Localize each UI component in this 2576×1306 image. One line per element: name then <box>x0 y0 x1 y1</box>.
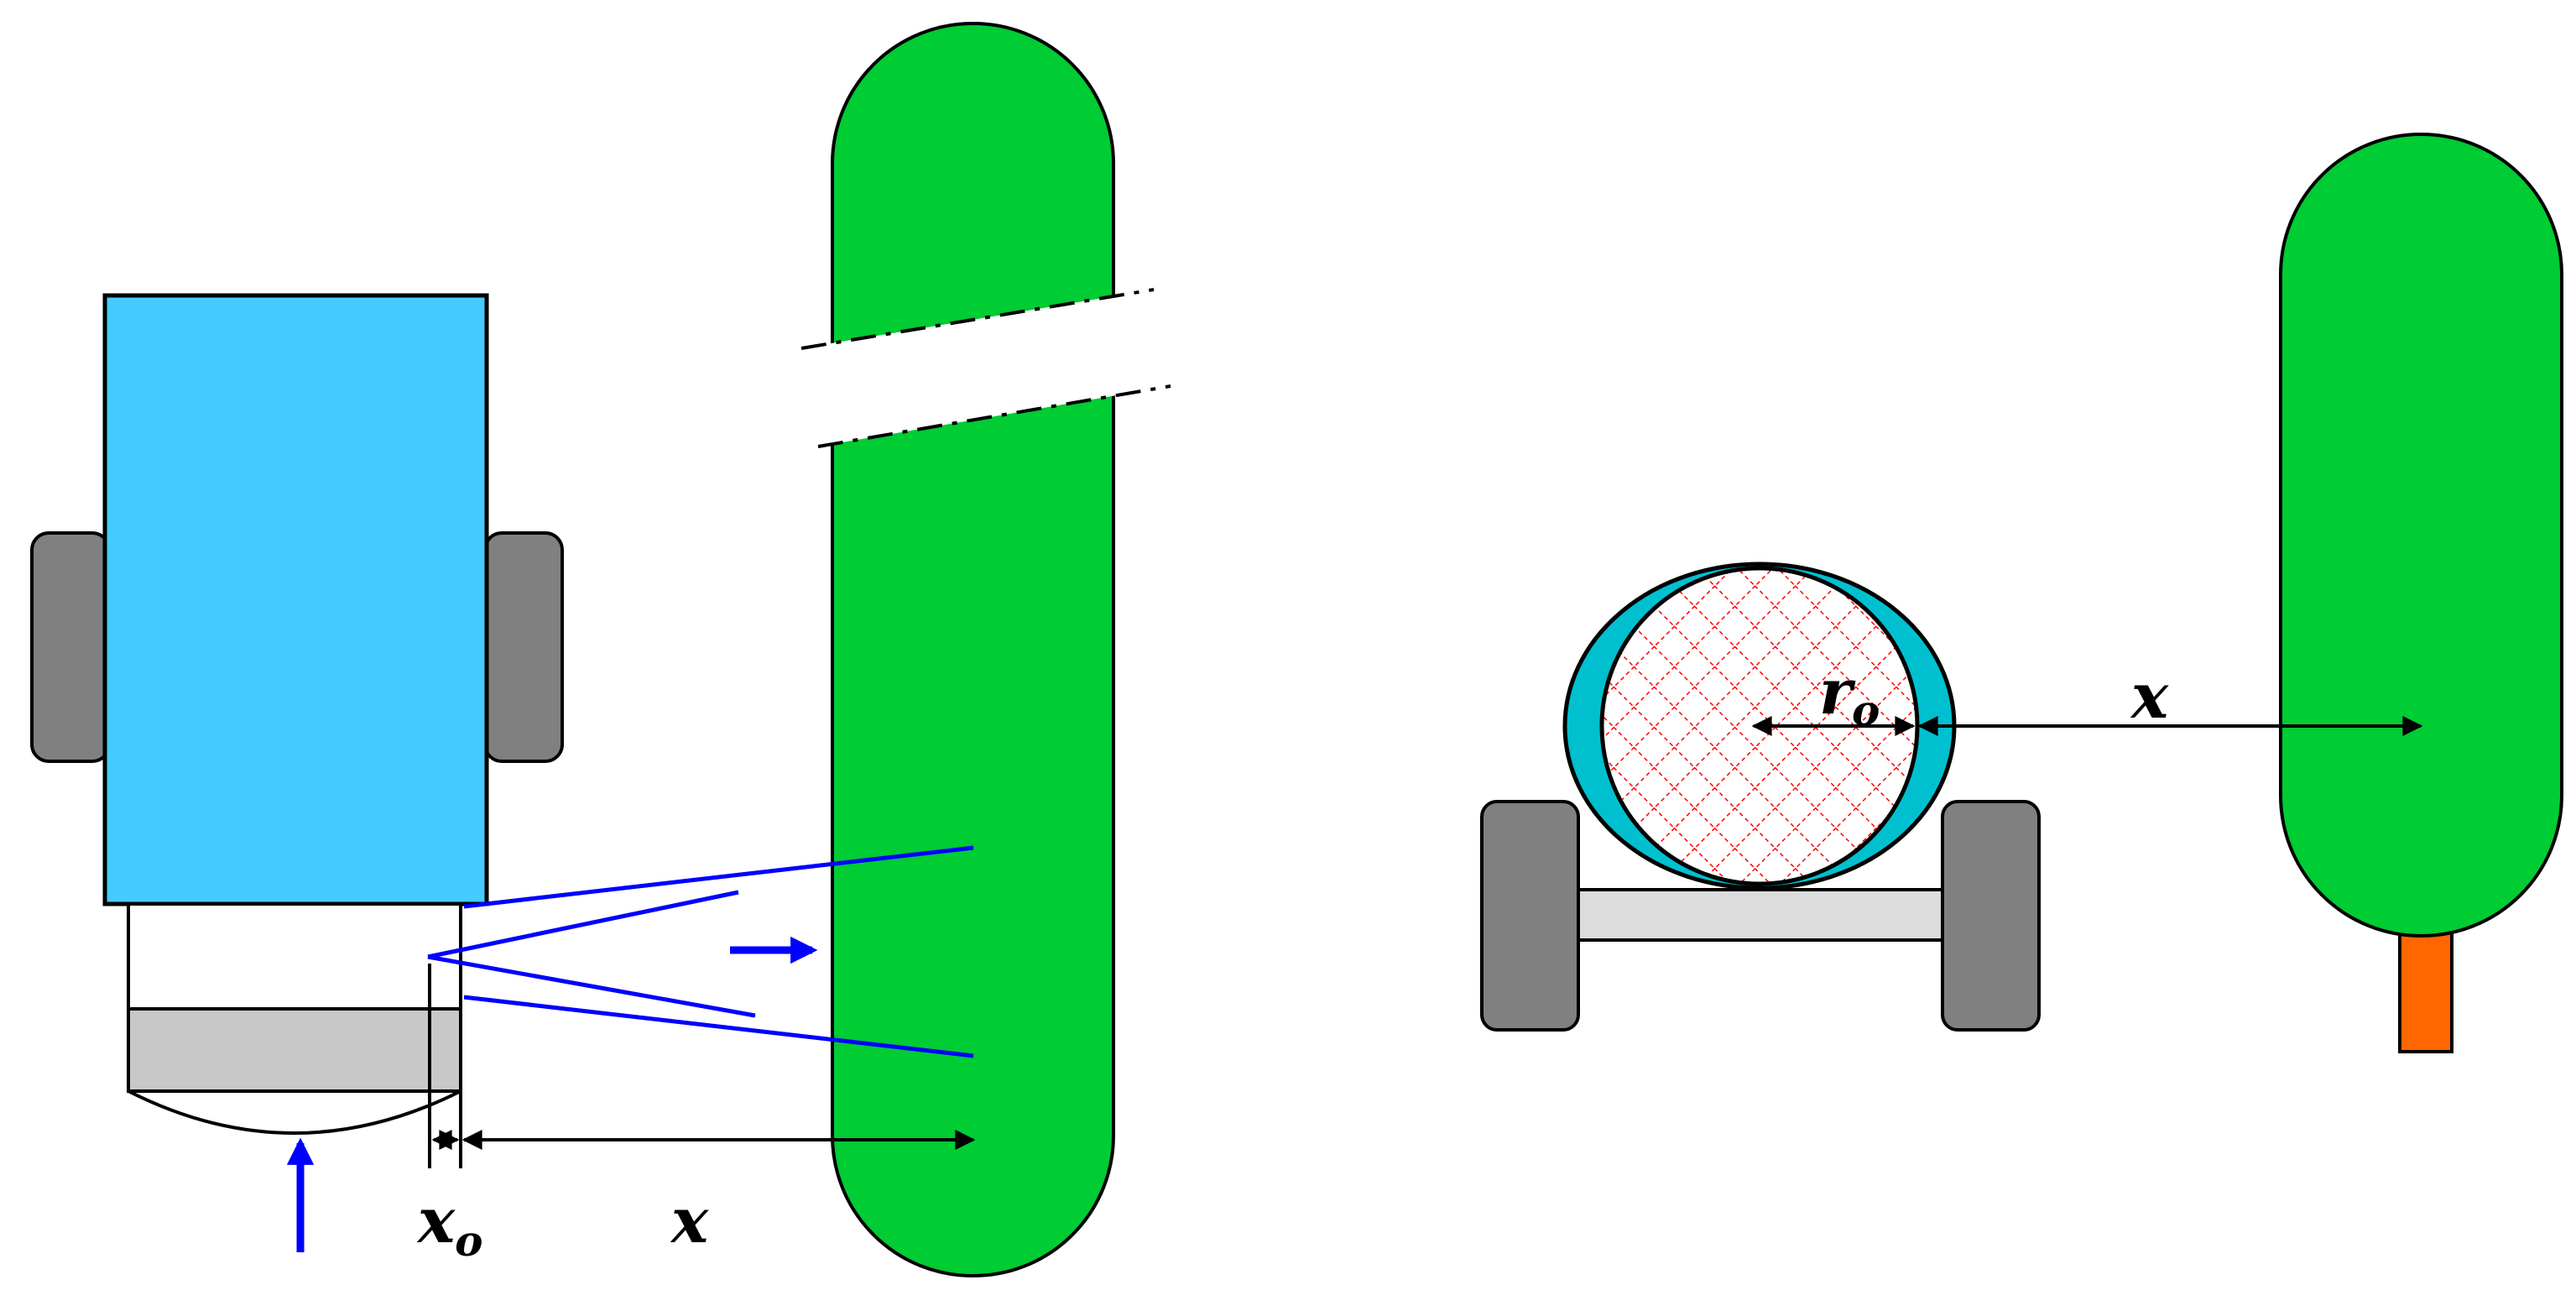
label-x-distance-right: x <box>2130 661 2169 733</box>
spray-pattern <box>427 845 974 1058</box>
axle <box>1574 888 1947 942</box>
sprayer-rear-section <box>127 902 462 1011</box>
label-x-distance-left: x <box>670 1185 709 1257</box>
label-r-radius-base: r <box>1819 656 1856 729</box>
tree-canopy-left <box>831 22 1115 1277</box>
left-top-view: xo x <box>30 22 1171 1277</box>
right-rear-view: ro x <box>1480 133 2563 1053</box>
label-r-radius: ro <box>1819 656 1880 735</box>
tree-canopy-right <box>2279 133 2563 938</box>
spray-line-upper-inner <box>427 890 739 959</box>
nozzle-bar <box>127 1007 462 1093</box>
rear-wheel-right <box>1941 800 2041 1032</box>
canopy-break-line-top <box>800 288 1155 350</box>
canopy-break-band <box>801 290 1171 447</box>
sprayer-body <box>102 293 489 906</box>
spray-line-lower-inner <box>427 954 756 1018</box>
label-x-offset: xo <box>416 1185 482 1266</box>
spray-line-lower-outer <box>463 995 974 1058</box>
tree-trunk <box>2398 928 2453 1053</box>
fan-arc <box>128 1089 461 1135</box>
rear-wheel-left <box>1480 800 1580 1032</box>
wheel-left <box>30 531 111 763</box>
label-r-radius-sub: o <box>1852 686 1880 735</box>
wheel-right <box>483 531 564 763</box>
label-x-offset-sub: o <box>455 1216 482 1266</box>
label-x-offset-base: x <box>416 1185 456 1257</box>
spray-line-upper-outer <box>463 845 974 909</box>
canopy-break-line-bottom <box>817 384 1171 448</box>
